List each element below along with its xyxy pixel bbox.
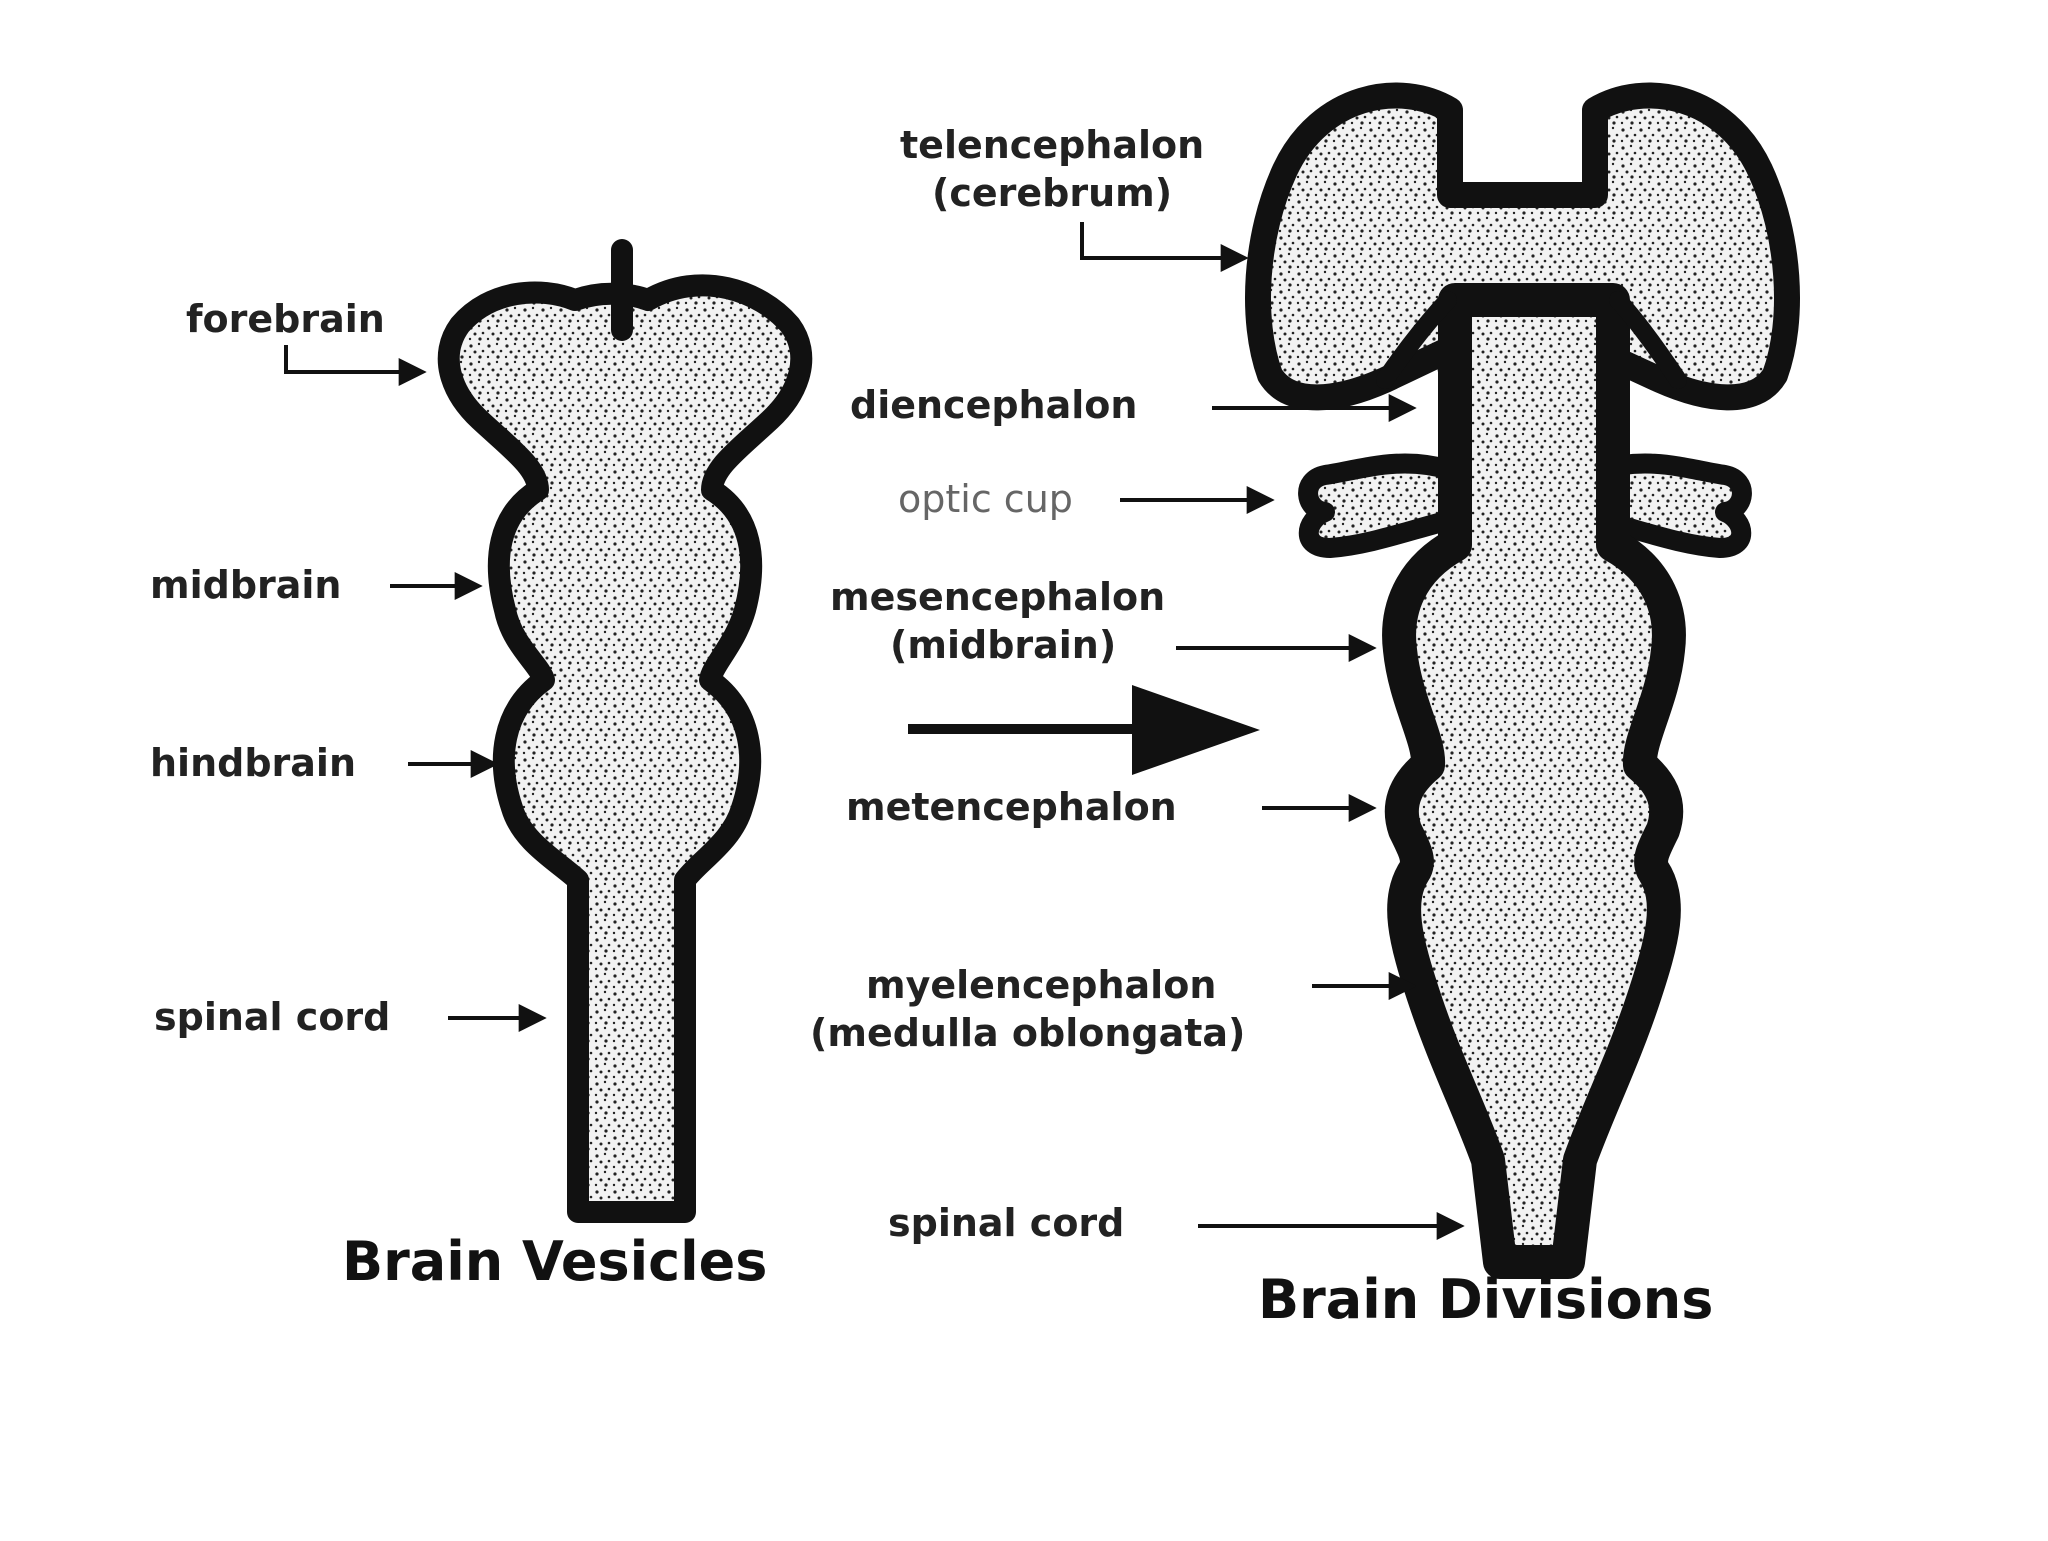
optic-cup-right	[1590, 453, 1752, 558]
vesicles-body	[437, 274, 813, 1223]
caption-brain-vesicles: Brain Vesicles	[342, 1230, 767, 1293]
label-cerebrum: (cerebrum)	[932, 171, 1172, 215]
right-triangle-arrow-icon	[908, 685, 1260, 775]
label-forebrain: forebrain	[186, 297, 385, 341]
optic-cup-left	[1298, 453, 1460, 558]
caption-brain-divisions: Brain Divisions	[1258, 1268, 1713, 1331]
arrow-telencephalon	[1080, 222, 1249, 272]
divisions-stem	[1382, 283, 1686, 1279]
telencephalon-inner-right	[1609, 291, 1687, 389]
label-myelencephalon: myelencephalon	[866, 963, 1216, 1007]
brain-vesicles-shape	[437, 239, 813, 1223]
label-telencephalon: telencephalon	[900, 123, 1204, 167]
label-mesencephalon: mesencephalon	[830, 575, 1165, 619]
label-medulla-oblongata: (medulla oblongata)	[810, 1011, 1245, 1055]
label-mesencephalon-midbrain: (midbrain)	[890, 623, 1116, 667]
telencephalon-inner-left	[1376, 291, 1457, 389]
label-hindbrain: hindbrain	[150, 741, 356, 785]
arrow-forebrain	[284, 345, 427, 386]
label-metencephalon: metencephalon	[846, 785, 1177, 829]
label-diencephalon: diencephalon	[850, 383, 1137, 427]
label-optic-cup: optic cup	[898, 477, 1073, 521]
label-midbrain: midbrain	[150, 563, 341, 607]
label-spinal-cord-left: spinal cord	[154, 995, 390, 1039]
brain-divisions-shape	[1245, 82, 1800, 1279]
label-spinal-cord-right: spinal cord	[888, 1201, 1124, 1245]
